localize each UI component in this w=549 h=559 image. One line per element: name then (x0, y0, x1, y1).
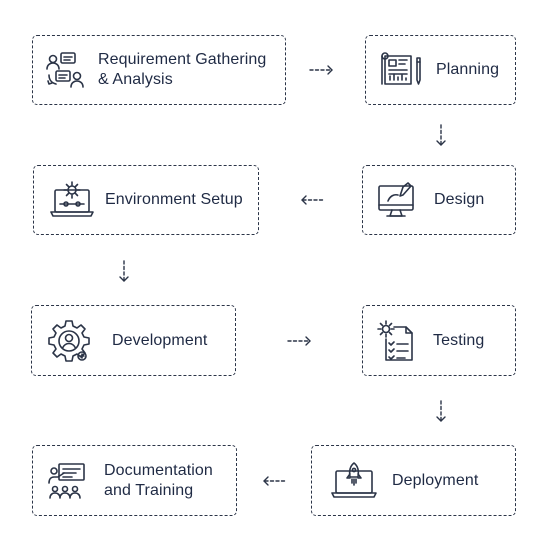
step-development: Development (31, 305, 236, 376)
step-label: Planning (436, 61, 500, 78)
arrow-left-icon (301, 195, 325, 205)
presentation-icon (48, 462, 85, 499)
arrow-down-icon (436, 400, 446, 422)
laptop-gear-icon (50, 181, 94, 217)
step-design: Design (362, 165, 516, 235)
step-label: Design (434, 191, 485, 208)
step-requirement-gathering: Requirement Gathering & Analysis (32, 35, 286, 105)
step-planning: Planning (365, 35, 516, 105)
step-label: Environment Setup (105, 191, 243, 208)
arrow-left-icon (263, 476, 287, 486)
arrow-down-icon (119, 260, 129, 282)
step-deployment: Deployment (311, 445, 516, 516)
step-testing: Testing (362, 305, 516, 376)
step-label: Documentation (104, 461, 213, 479)
step-environment-setup: Environment Setup (33, 165, 259, 235)
gear-person-icon (48, 319, 90, 362)
arrow-down-icon (436, 124, 446, 146)
step-label: Testing (433, 331, 485, 349)
step-label: and Training (104, 481, 194, 499)
step-label: Development (112, 331, 208, 349)
step-label: Requirement Gathering (98, 51, 267, 68)
arrow-right-icon (287, 336, 311, 346)
arrow-right-icon (309, 65, 333, 75)
monitor-pen-icon (378, 182, 414, 217)
checklist-gear-icon (377, 319, 413, 361)
step-documentation-training: Documentation and Training (32, 445, 237, 516)
blueprint-icon (381, 52, 421, 85)
step-label: & Analysis (98, 71, 173, 88)
step-label: Deployment (392, 471, 479, 489)
discussion-icon (46, 52, 84, 88)
laptop-rocket-icon (331, 461, 377, 498)
